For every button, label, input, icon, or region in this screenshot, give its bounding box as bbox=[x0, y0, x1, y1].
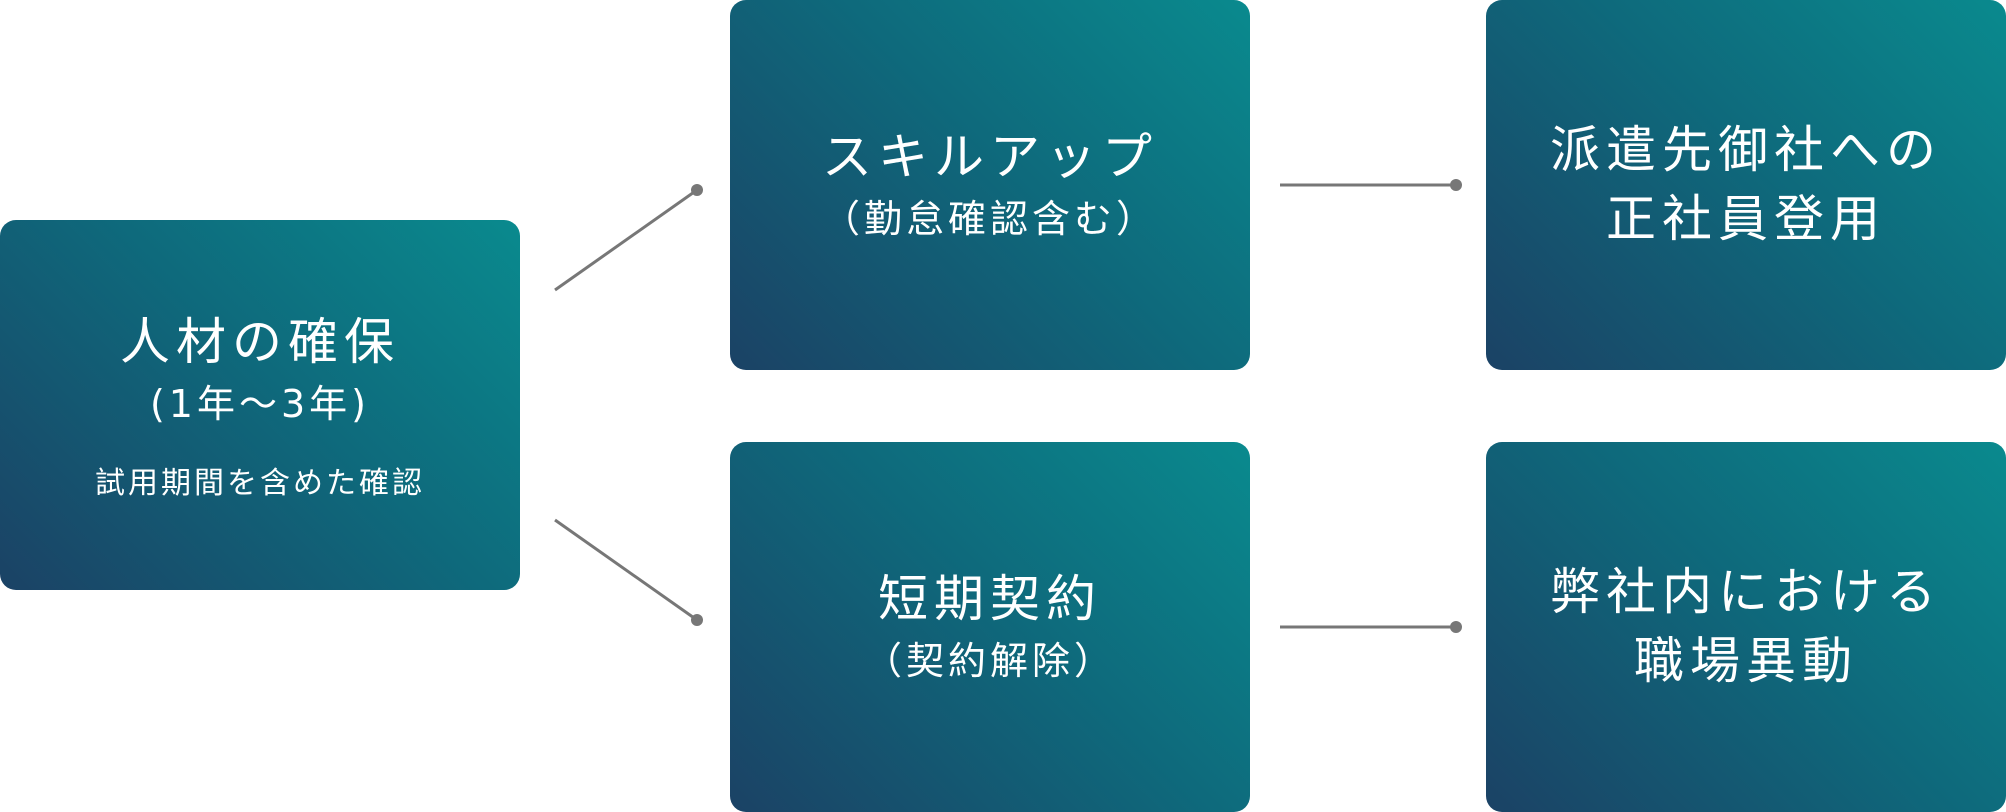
node-outcome-line: 派遣先御社への bbox=[1550, 121, 1942, 179]
node-subtitle: （契約解除） bbox=[863, 638, 1116, 683]
node-period: (1年〜3年) bbox=[149, 381, 370, 426]
node-permanent-hire: 派遣先御社への 正社員登用 bbox=[1486, 0, 2006, 370]
node-title: 人材の確保 bbox=[120, 312, 400, 371]
node-internal-transfer: 弊社内における 職場異動 bbox=[1486, 442, 2006, 812]
node-title: 短期契約 bbox=[878, 569, 1102, 628]
node-outcome-line: 正社員登用 bbox=[1606, 190, 1886, 248]
node-outcome-line: 職場異動 bbox=[1634, 632, 1858, 690]
connector-dot-perm bbox=[1450, 179, 1462, 191]
node-outcome-line: 弊社内における bbox=[1550, 563, 1942, 621]
connector-root-to-skill bbox=[554, 188, 698, 292]
node-short-term-contract: 短期契約 （契約解除） bbox=[730, 442, 1250, 812]
node-talent-acquisition: 人材の確保 (1年〜3年) 試用期間を含めた確認 bbox=[0, 220, 520, 590]
node-skill-up: スキルアップ （勤怠確認含む） bbox=[730, 0, 1250, 370]
node-title: スキルアップ bbox=[822, 127, 1158, 186]
node-subtitle: （勤怠確認含む） bbox=[821, 196, 1158, 241]
connector-root-to-short bbox=[554, 518, 698, 622]
connector-dot-move bbox=[1450, 621, 1462, 633]
connector-dot-skill bbox=[691, 184, 703, 196]
node-note: 試用期間を含めた確認 bbox=[95, 466, 425, 502]
connector-dot-short bbox=[691, 614, 703, 626]
